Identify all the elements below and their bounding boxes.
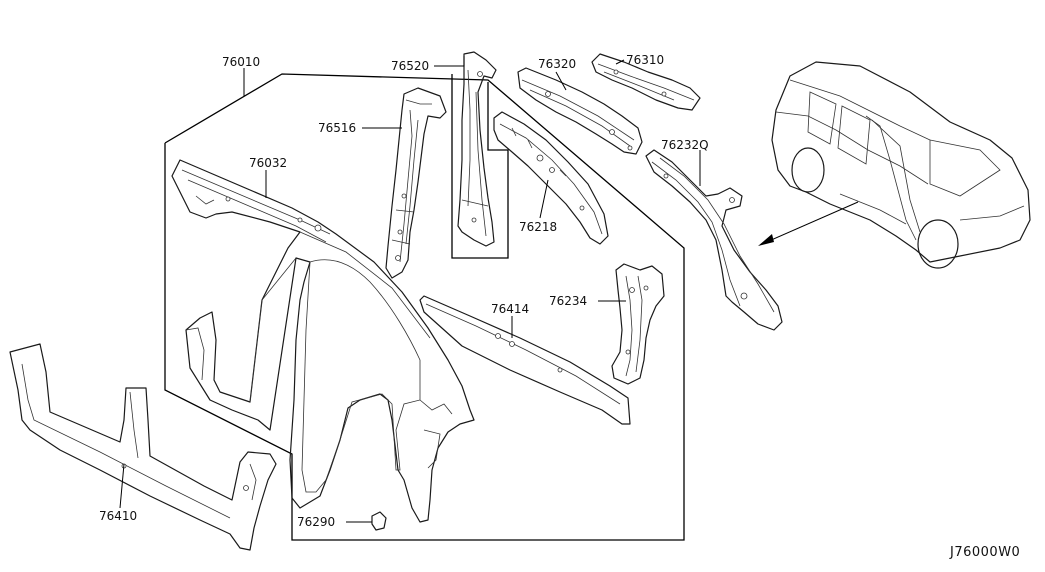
part-number-76310[interactable]: 76310 (626, 53, 665, 67)
part-number-76320[interactable]: 76320 (538, 57, 577, 71)
part-number-76010[interactable]: 76010 (222, 55, 261, 69)
part-number-76232Q[interactable]: 76232Q (661, 138, 709, 152)
assembly-frame (164, 73, 685, 541)
roof-side-rail-outer[interactable] (591, 53, 701, 111)
body-side-outer-panel[interactable] (171, 159, 475, 523)
a-pillar-inner[interactable] (385, 87, 447, 279)
roof-rail-front-inner[interactable] (493, 111, 609, 245)
center-pillar-inner[interactable] (645, 149, 783, 331)
diagram-id: J76000W0 (950, 545, 1021, 560)
leader-lines (119, 56, 701, 523)
part-number-76520[interactable]: 76520 (391, 59, 430, 73)
roof-side-rail[interactable] (517, 67, 643, 155)
part-number-76218[interactable]: 76218 (519, 220, 558, 234)
part-number-76410[interactable]: 76410 (99, 509, 138, 523)
vehicle-illustration (771, 61, 1031, 269)
sill-inner-reinforcement[interactable] (419, 295, 631, 425)
part-number-76414[interactable]: 76414 (491, 302, 530, 316)
part-number-76032[interactable]: 76032 (249, 156, 288, 170)
a-pillar-reinforcement[interactable] (457, 51, 497, 247)
small-bracket[interactable] (371, 511, 387, 531)
part-number-76234[interactable]: 76234 (549, 294, 588, 308)
sill-outer[interactable] (9, 343, 277, 551)
part-number-76290[interactable]: 76290 (297, 515, 336, 529)
direction-arrow (758, 201, 859, 246)
part-number-76516[interactable]: 76516 (318, 121, 357, 135)
center-pillar-lower[interactable] (611, 263, 665, 385)
